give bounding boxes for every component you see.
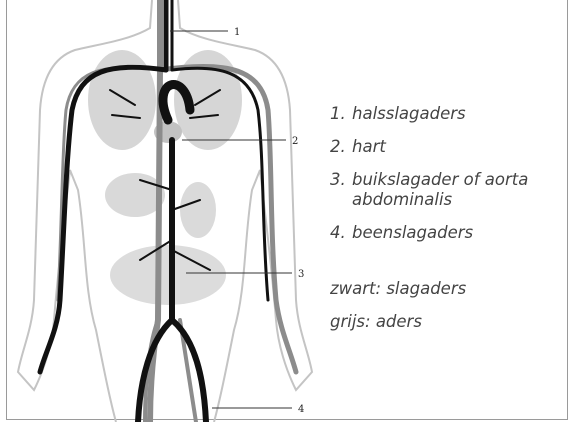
key-arteries: zwart: slagaders (330, 279, 565, 299)
legend-item-2: 2. hart (330, 137, 565, 157)
left-lung (88, 50, 156, 150)
legend-text: beenslagaders (352, 223, 565, 243)
pointer-label-4: 4 (298, 404, 304, 415)
legend: 1. halsslagaders 2. hart 3. buikslagader… (330, 104, 565, 345)
key-veins: grijs: aders (330, 312, 565, 332)
legend-item-3: 3. buikslagader of aorta abdominalis (330, 170, 565, 210)
pointer-label-1: 1 (234, 27, 240, 38)
legend-number: 3. (330, 170, 352, 210)
legend-text: halsslagaders (352, 104, 565, 124)
legend-text: hart (352, 137, 565, 157)
legend-item-4: 4. beenslagaders (330, 223, 565, 243)
legend-item-1: 1. halsslagaders (330, 104, 565, 124)
pointer-label-2: 2 (292, 136, 298, 147)
pointer-label-3: 3 (298, 269, 304, 280)
legend-number: 4. (330, 223, 352, 243)
legend-text: buikslagader of aorta abdominalis (352, 170, 565, 210)
circulation-diagram: 1 2 3 4 (0, 0, 330, 422)
legend-list: 1. halsslagaders 2. hart 3. buikslagader… (330, 104, 565, 243)
intestines (110, 245, 226, 305)
color-key: zwart: slagaders grijs: aders (330, 279, 565, 332)
stomach (180, 182, 216, 238)
legend-number: 1. (330, 104, 352, 124)
legend-number: 2. (330, 137, 352, 157)
veins (58, 0, 296, 422)
